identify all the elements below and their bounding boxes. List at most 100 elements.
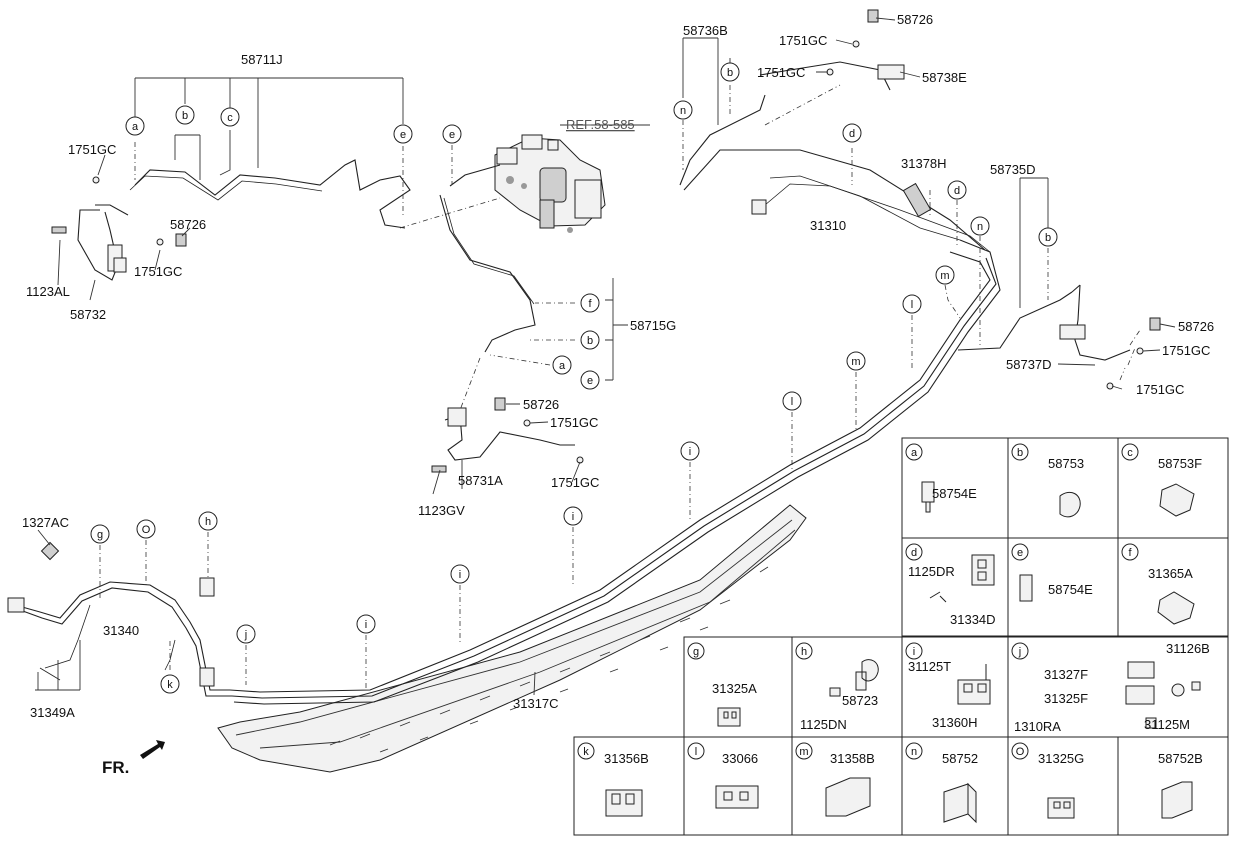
label-31378H: 31378H — [901, 156, 947, 171]
legend-part-number: 58753 — [1048, 456, 1084, 471]
svg-text:h: h — [205, 516, 211, 528]
legend-part-illustration — [943, 782, 977, 824]
legend-cell-letter: m — [799, 746, 808, 758]
front-left-brake-lines — [77, 159, 411, 281]
label-58726: 58726 — [170, 217, 206, 232]
legend-part-number: 58752B — [1158, 751, 1203, 766]
label-58737D: 58737D — [1006, 357, 1052, 372]
callout-e-3: e — [580, 370, 600, 390]
svg-text:j: j — [244, 629, 247, 641]
legend-cell-letter: O — [1016, 746, 1025, 758]
main-long-pipes — [14, 94, 1081, 705]
svg-text:i: i — [365, 619, 367, 631]
svg-text:i: i — [689, 446, 691, 458]
legend-part-number: 31334D — [950, 612, 996, 627]
legend-part-number: 31125T — [908, 659, 951, 674]
label-1751GC: 1751GC — [550, 415, 598, 430]
legend-part-illustration — [957, 664, 991, 705]
callout-d-2: d — [947, 180, 967, 200]
legend-part-illustration — [929, 554, 995, 603]
callout-l-1: l — [902, 294, 922, 314]
legend-cell-callout — [1121, 443, 1139, 461]
legend-cell-callout — [905, 742, 923, 760]
abs-module — [494, 134, 606, 233]
legend-cell-letter: f — [1128, 547, 1132, 559]
svg-text:O: O — [142, 524, 151, 536]
label-1751GC: 1751GC — [779, 33, 827, 48]
legend-cell-letter: a — [911, 447, 918, 459]
legend-part-illustration — [1159, 483, 1195, 517]
legend-cell-letter: l — [695, 746, 697, 758]
svg-text:n: n — [680, 105, 686, 117]
legend-part-number: 31356B — [604, 751, 649, 766]
svg-text:l: l — [911, 299, 913, 311]
legend-cell-letter: e — [1017, 547, 1023, 559]
svg-text:b: b — [1045, 232, 1051, 244]
callout-i-3: i — [450, 564, 470, 584]
callout-l-2: l — [782, 391, 802, 411]
legend-cell-callout — [1011, 543, 1029, 561]
svg-text:n: n — [977, 221, 983, 233]
legend-cell-callout — [687, 642, 705, 660]
legend-part-illustration — [829, 659, 879, 697]
legend-cell-callout — [1011, 443, 1029, 461]
callout-k-1: k — [160, 674, 180, 694]
legend-part-illustration — [717, 707, 741, 727]
leader-lines — [35, 17, 1176, 696]
legend-part-number: 58723 — [842, 693, 878, 708]
legend-cell-letter: h — [801, 646, 807, 658]
label-58726: 58726 — [1178, 319, 1214, 334]
legend-part-number: 31325G — [1038, 751, 1084, 766]
svg-text:b: b — [727, 67, 733, 79]
legend-part-illustration — [1157, 591, 1195, 625]
callout-c-1: c — [220, 107, 240, 127]
part-number-labels: 58711J 1751GC 58726 1751GC 1123AL 58732 … — [22, 12, 1214, 777]
legend-cell-callout — [1011, 642, 1029, 660]
legend-cell-letter: d — [911, 547, 917, 559]
legend-cell-callout — [905, 543, 923, 561]
label-1751GC: 1751GC — [757, 65, 805, 80]
legend-part-number: 31126B — [1166, 641, 1210, 656]
legend-part-illustration — [1161, 781, 1193, 819]
legend-cell-letter: b — [1017, 447, 1023, 459]
legend-part-illustration — [1047, 797, 1075, 819]
callout-b-2: b — [580, 330, 600, 350]
callout-n-2: n — [970, 216, 990, 236]
legend-part-number: 33066 — [722, 751, 758, 766]
svg-text:i: i — [572, 511, 574, 523]
label-58735D: 58735D — [990, 162, 1036, 177]
callout-i-4: i — [356, 614, 376, 634]
legend-part-number: 1310RA — [1014, 719, 1061, 734]
svg-text:l: l — [791, 396, 793, 408]
svg-text:e: e — [400, 129, 406, 141]
label-1123AL: 1123AL — [26, 284, 70, 299]
callout-m-2: m — [846, 351, 866, 371]
legend-cell — [1007, 636, 1229, 738]
label-1751GC: 1751GC — [1162, 343, 1210, 358]
svg-text:d: d — [954, 185, 960, 197]
legend-part-number: 31125M — [1144, 717, 1190, 732]
callout-e-2: e — [442, 124, 462, 144]
legend-part-illustration — [715, 785, 759, 809]
label-58736B: 58736B — [683, 23, 728, 38]
legend-part-number: 31365A — [1148, 566, 1193, 581]
svg-text:a: a — [559, 360, 566, 372]
callout-e-1: e — [393, 124, 413, 144]
legend-part-number: 31327F — [1044, 667, 1088, 682]
label-31340: 31340 — [103, 623, 139, 638]
label-58715G: 58715G — [630, 318, 676, 333]
legend-cell-letter: g — [693, 646, 699, 658]
svg-text:c: c — [227, 112, 233, 124]
callout-j-1: j — [236, 624, 256, 644]
legend-part-number: 58753F — [1158, 456, 1202, 471]
callout-f-1: f — [580, 293, 600, 313]
callout-d-1: d — [842, 123, 862, 143]
callout-h-1: h — [198, 511, 218, 531]
svg-text:b: b — [182, 110, 188, 122]
legend-part-illustration — [921, 481, 935, 513]
legend-part-number: 31325A — [712, 681, 757, 696]
svg-text:a: a — [132, 121, 139, 133]
legend-part-number: 31325F — [1044, 691, 1088, 706]
